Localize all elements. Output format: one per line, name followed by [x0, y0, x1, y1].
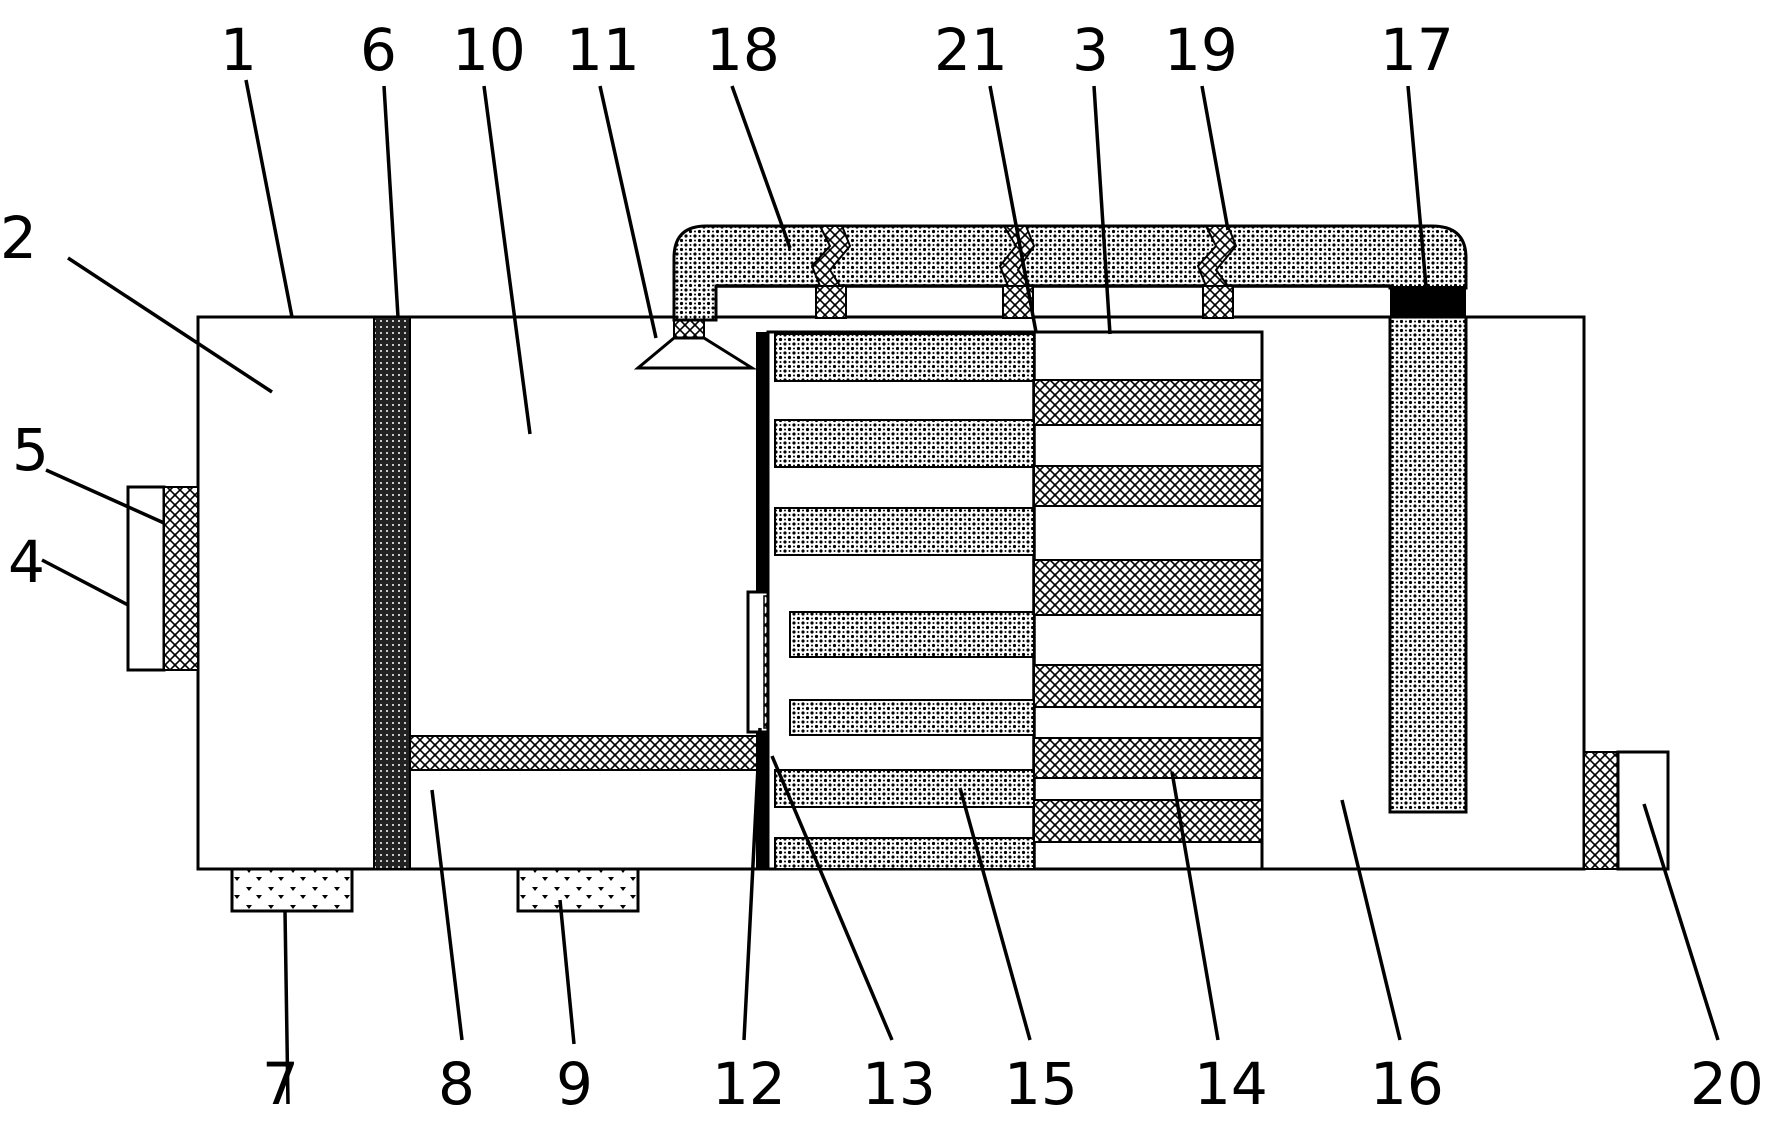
label-16: 16 — [1370, 1050, 1444, 1118]
label-5: 5 — [12, 416, 49, 484]
label-21: 21 — [934, 16, 1008, 84]
label-10: 10 — [452, 16, 526, 84]
partition-plate — [373, 316, 411, 870]
label-12: 12 — [712, 1050, 786, 1118]
nozzle-funnel — [633, 336, 758, 370]
label-11: 11 — [566, 16, 640, 84]
filter-bands-right — [1033, 379, 1263, 843]
pipe-connector — [1390, 286, 1466, 317]
label-8: 8 — [438, 1050, 475, 1118]
horizontal-pipe — [409, 735, 766, 771]
filter-bands-left — [774, 333, 1035, 870]
side-door — [126, 485, 166, 672]
valve-1 — [810, 225, 852, 319]
label-7: 7 — [262, 1050, 299, 1118]
label-13: 13 — [862, 1050, 936, 1118]
label-15: 15 — [1004, 1050, 1078, 1118]
valve-21 — [998, 225, 1036, 319]
label-6: 6 — [360, 16, 397, 84]
label-20: 20 — [1690, 1050, 1764, 1118]
top-pipe — [672, 224, 1468, 322]
label-18: 18 — [706, 16, 780, 84]
bottom-foot-middle — [516, 867, 640, 913]
leader-lines — [41, 79, 1720, 1105]
label-14: 14 — [1194, 1050, 1268, 1118]
bottom-foot-left — [230, 867, 354, 913]
label-3: 3 — [1072, 16, 1109, 84]
door-hinge — [163, 486, 199, 671]
label-4: 4 — [8, 528, 45, 596]
label-17: 17 — [1380, 16, 1454, 84]
label-19: 19 — [1164, 16, 1238, 84]
outlet-hinge — [1583, 751, 1619, 870]
label-9: 9 — [556, 1050, 593, 1118]
vertical-return-pipe — [1388, 315, 1468, 814]
label-2: 2 — [0, 204, 37, 272]
label-1: 1 — [220, 16, 257, 84]
valve-19 — [1196, 225, 1238, 319]
